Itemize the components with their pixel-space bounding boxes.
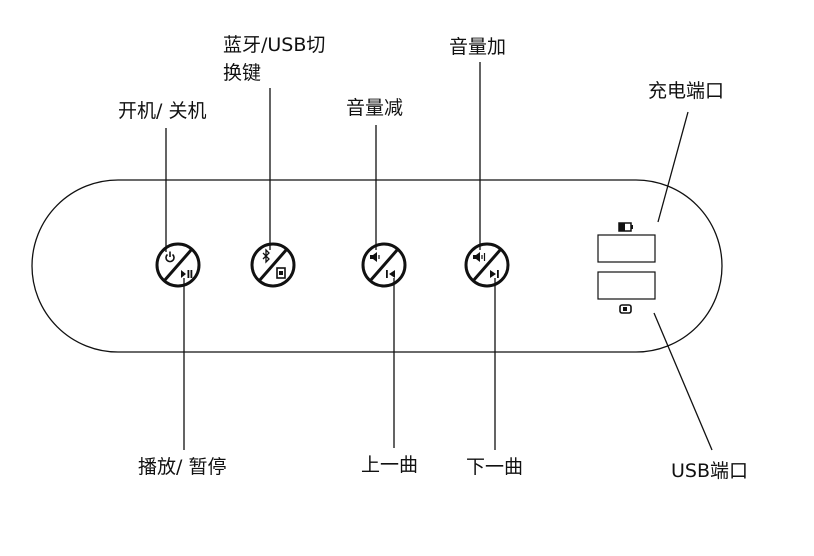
label-prev-track: 上一曲 (361, 454, 418, 476)
label-bt-usb-line1: 蓝牙/USB切 (223, 34, 325, 56)
power-button (155, 242, 201, 288)
volume-up-button (464, 242, 510, 288)
label-usb-port: USB端口 (671, 460, 748, 482)
label-power: 开机/ 关机 (118, 100, 206, 122)
label-play-pause: 播放/ 暂停 (138, 456, 226, 478)
usb-drive-icon (276, 267, 286, 279)
mode-button (250, 242, 296, 288)
battery-icon (618, 222, 633, 232)
usb-port-slot (597, 271, 656, 300)
play-pause-icon (181, 270, 193, 278)
volume-up-icon (473, 252, 486, 262)
bluetooth-icon (262, 248, 270, 264)
label-vol-down: 音量减 (346, 97, 403, 119)
usb-port-icon (619, 304, 632, 314)
label-charge-port: 充电端口 (648, 80, 724, 102)
next-track-icon (490, 270, 499, 278)
power-icon (165, 251, 175, 263)
volume-down-icon (370, 252, 380, 262)
volume-down-button (361, 242, 407, 288)
label-bt-usb-line2: 换键 (223, 62, 261, 84)
panel-outline (31, 179, 723, 353)
label-vol-up: 音量加 (449, 36, 506, 58)
previous-track-icon (386, 270, 395, 278)
label-next-track: 下一曲 (466, 456, 523, 478)
leader-usb-port (653, 312, 713, 451)
leader-charge-port (657, 111, 689, 223)
charge-port-slot (597, 234, 656, 263)
